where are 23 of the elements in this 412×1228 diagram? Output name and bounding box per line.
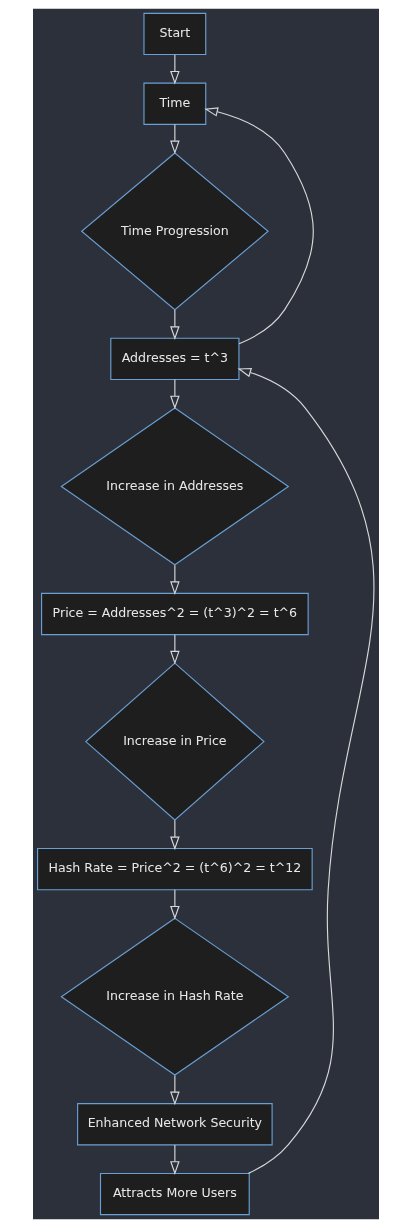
node-diamond: Increase in Addresses — [60, 407, 290, 566]
arrow — [170, 54, 180, 85]
node-diamond: Time Progression — [80, 152, 269, 311]
node-diamond: Increase in Hash Rate — [60, 917, 290, 1076]
arrow — [170, 819, 180, 851]
node-box: Attracts More Users — [99, 1172, 250, 1216]
node-box: Enhanced Network Security — [77, 1103, 273, 1146]
node-box: Addresses = t^3 — [110, 337, 240, 381]
arrow — [170, 379, 180, 410]
node-box: Price = Addresses^2 = (t^3)^2 = t^6 — [41, 592, 309, 636]
arrow — [204, 107, 314, 345]
arrow — [237, 367, 375, 1174]
arrow — [170, 1074, 180, 1106]
arrow — [170, 564, 180, 596]
arrow — [170, 309, 180, 340]
node-box: Start — [143, 12, 207, 56]
arrow — [170, 123, 180, 155]
node-box: Time — [143, 82, 207, 125]
node-box: Hash Rate = Price^2 = (t^6)^2 = t^12 — [37, 847, 313, 891]
arrow — [170, 634, 180, 665]
node-diamond: Increase in Price — [84, 662, 265, 821]
arrow — [170, 1144, 180, 1175]
arrow — [170, 889, 180, 920]
